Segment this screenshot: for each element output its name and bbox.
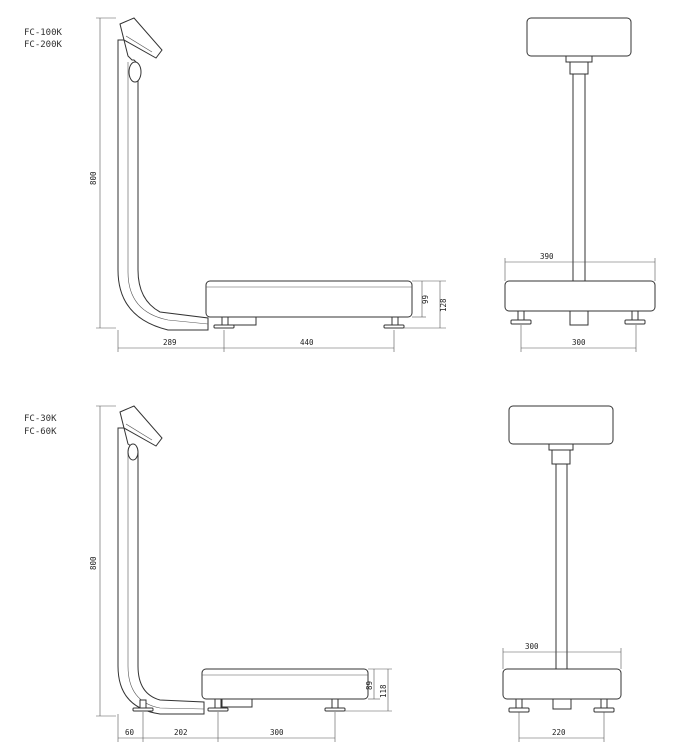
platform-base	[225, 316, 257, 326]
foot-span-dimension: 220	[552, 728, 566, 737]
length-dimension: 300	[270, 728, 284, 737]
drawing-set-small: FC-30K FC-60K 800	[24, 405, 622, 742]
column	[117, 39, 209, 331]
foot	[510, 319, 532, 325]
column-front	[572, 73, 586, 283]
offset-dimension: 289	[163, 338, 177, 347]
display-bracket	[565, 55, 593, 63]
side-view: 800 99 128	[89, 17, 448, 352]
column-front	[555, 463, 568, 671]
model-label: FC-200K	[24, 40, 63, 50]
display-bracket	[548, 443, 574, 451]
total-height-dimension: 118	[379, 684, 388, 698]
column	[117, 427, 205, 715]
indicator-display	[508, 405, 614, 445]
column-clamp	[128, 61, 142, 83]
model-label: FC-30K	[24, 414, 57, 424]
length-dimension: 440	[300, 338, 314, 347]
foot	[508, 707, 530, 713]
width-dimension: 390	[540, 252, 554, 261]
platform-front	[504, 280, 656, 312]
height-dimension: 800	[89, 556, 98, 570]
platform-base	[221, 698, 253, 708]
total-height-dimension: 128	[439, 298, 448, 312]
foot	[383, 324, 405, 329]
indicator-head	[119, 17, 163, 59]
drawing-set-large: FC-100K FC-200K 800	[24, 17, 656, 352]
front-view: 300 220	[502, 405, 622, 742]
foot-span-dimension: 300	[572, 338, 586, 347]
indicator-display	[526, 17, 632, 57]
foot	[593, 707, 615, 713]
model-label: FC-100K	[24, 28, 63, 38]
foot	[207, 707, 229, 712]
foot-offset-dimension: 60	[125, 728, 135, 737]
foot	[624, 319, 646, 325]
width-dimension: 300	[525, 642, 539, 651]
platform	[205, 280, 413, 318]
side-view: 800 89 118	[89, 405, 392, 742]
foot	[213, 324, 235, 329]
foot	[324, 707, 346, 712]
indicator-head	[119, 405, 163, 447]
column-clamp	[127, 443, 139, 461]
platform-height-dimension: 89	[365, 681, 374, 690]
model-label: FC-60K	[24, 427, 57, 437]
foot	[132, 707, 154, 712]
height-dimension: 800	[89, 171, 98, 185]
platform-height-dimension: 99	[421, 295, 430, 304]
platform-front	[502, 668, 622, 700]
platform	[201, 668, 369, 700]
front-view: 390 300	[504, 17, 656, 352]
offset-dimension: 202	[174, 728, 188, 737]
